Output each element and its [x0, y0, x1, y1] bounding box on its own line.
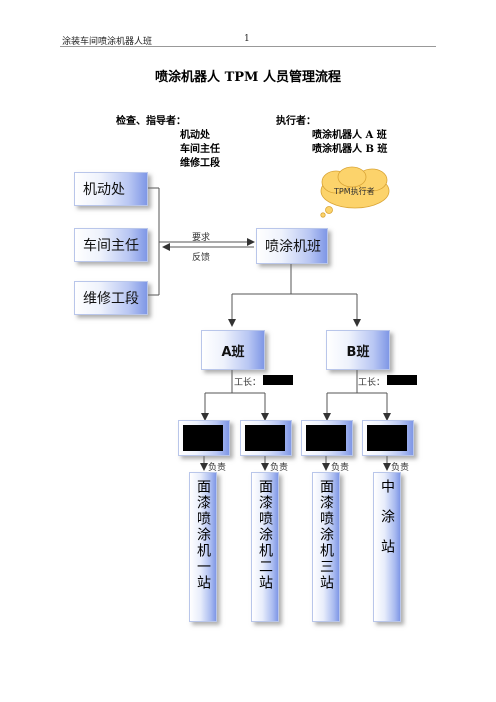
box-weixiu-gongduan: 维修工段 [74, 281, 148, 315]
responsible-label-3: 负责 [331, 463, 350, 473]
header-doc-name: 涂装车间喷涂机器人班 [62, 37, 153, 47]
member-box-4 [362, 420, 414, 456]
box-team-a: A班 [201, 330, 265, 370]
executors-label: 执行者： [276, 116, 316, 127]
station-box-3: 面漆喷涂机三站 [312, 472, 340, 622]
team-a-leader-label: 工长： [234, 378, 262, 388]
executor-item-1: 喷涂机器人 A 班 [312, 130, 387, 141]
team-b-leader-label: 工长： [358, 378, 386, 388]
responsible-label-2: 负责 [270, 463, 289, 473]
box-penjiban: 喷涂机班 [256, 228, 328, 264]
supervisor-item-3: 维修工段 [180, 158, 220, 169]
team-b-leader-redacted [387, 375, 417, 385]
executor-item-2: 喷涂机器人 B 班 [312, 144, 388, 155]
team-a-leader-redacted [263, 375, 293, 385]
responsible-label-1: 负责 [208, 463, 227, 473]
supervisor-item-1: 机动处 [180, 130, 210, 141]
cloud-shape [320, 166, 390, 218]
member-box-1 [178, 420, 230, 456]
responsible-label-4: 负责 [391, 463, 410, 473]
arrow-label-feedback: 反馈 [192, 253, 211, 263]
member-box-3 [301, 420, 353, 456]
header-page-number: 1 [244, 34, 250, 44]
header-rule [60, 46, 436, 47]
box-chejian-zhuren: 车间主任 [74, 228, 148, 262]
arrow-label-request: 要求 [192, 233, 211, 243]
station-box-1: 面漆喷涂机一站 [189, 472, 217, 622]
cloud-label: TPM执行者 [334, 187, 375, 196]
supervisors-label: 检查、指导者： [116, 116, 186, 127]
member-box-2 [240, 420, 292, 456]
page-title: 喷涂机器人 TPM 人员管理流程 [155, 70, 341, 85]
station-box-4: 中涂站 [373, 472, 401, 622]
station-box-2: 面漆喷涂机二站 [251, 472, 279, 622]
box-jidongchu: 机动处 [74, 172, 148, 206]
box-team-b: B班 [326, 330, 390, 370]
supervisor-item-2: 车间主任 [180, 144, 220, 155]
